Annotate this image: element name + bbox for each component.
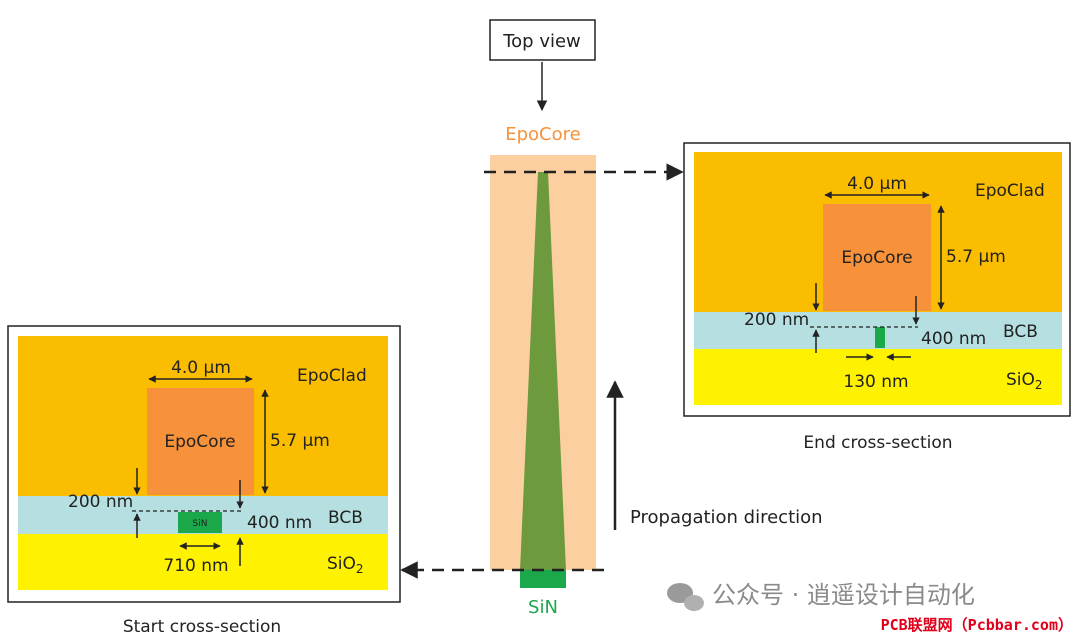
end-gap-label: 200 nm	[744, 310, 809, 330]
end-sio2	[694, 349, 1062, 405]
watermark: 公众号 · 逍遥设计自动化 PCB联盟网（Pcbbar.com）	[667, 581, 1073, 634]
start-width-label: 4.0 µm	[171, 358, 231, 378]
end-height-label: 5.7 µm	[946, 247, 1006, 267]
start-core	[147, 388, 254, 495]
start-sin-label: SiN	[193, 519, 208, 529]
end-bcb-label: BCB	[1003, 322, 1038, 342]
start-sin	[178, 512, 222, 533]
top-view: Top view EpoCore SiN Propagation directi…	[400, 19, 823, 618]
end-cross-section: EpoClad EpoCore BCB SiO2 4.0 µm 5.7 µm 2…	[683, 142, 1071, 453]
end-bcb-thickness-label: 400 nm	[921, 329, 986, 349]
end-caption: End cross-section	[803, 433, 952, 453]
start-bcb-thickness-label: 400 nm	[247, 513, 312, 533]
wechat-icon	[667, 583, 704, 611]
start-clad-label: EpoClad	[297, 366, 367, 386]
watermark-brand: PCB联盟网（Pcbbar.com）	[881, 616, 1073, 634]
end-clad-label: EpoClad	[975, 181, 1045, 201]
top-view-label: Top view	[502, 31, 581, 52]
watermark-text: 公众号 · 逍遥设计自动化	[712, 581, 975, 609]
propagation-label: Propagation direction	[630, 507, 823, 528]
start-sio2-label: SiO2	[327, 554, 364, 576]
start-height-label: 5.7 µm	[270, 431, 330, 451]
top-view-core-label: EpoCore	[505, 124, 580, 145]
end-sio2-label: SiO2	[1006, 370, 1043, 392]
sin-taper	[520, 172, 566, 570]
end-sin	[875, 327, 885, 348]
start-gap-label: 200 nm	[68, 492, 133, 512]
top-view-label-box	[489, 19, 596, 61]
start-cross-section: SiN EpoClad EpoCore BCB SiO2 4.0 µm 5.7 …	[7, 325, 401, 637]
start-sin-width-label: 710 nm	[163, 556, 228, 576]
start-core-label: EpoCore	[164, 432, 235, 452]
start-caption: Start cross-section	[123, 617, 281, 637]
end-sin-width-label: 130 nm	[843, 372, 908, 392]
start-bcb-label: BCB	[328, 508, 363, 528]
sin-block	[520, 570, 566, 588]
top-view-sin-label: SiN	[528, 597, 558, 618]
end-core	[823, 204, 931, 311]
end-core-label: EpoCore	[841, 248, 912, 268]
end-width-label: 4.0 µm	[847, 174, 907, 194]
